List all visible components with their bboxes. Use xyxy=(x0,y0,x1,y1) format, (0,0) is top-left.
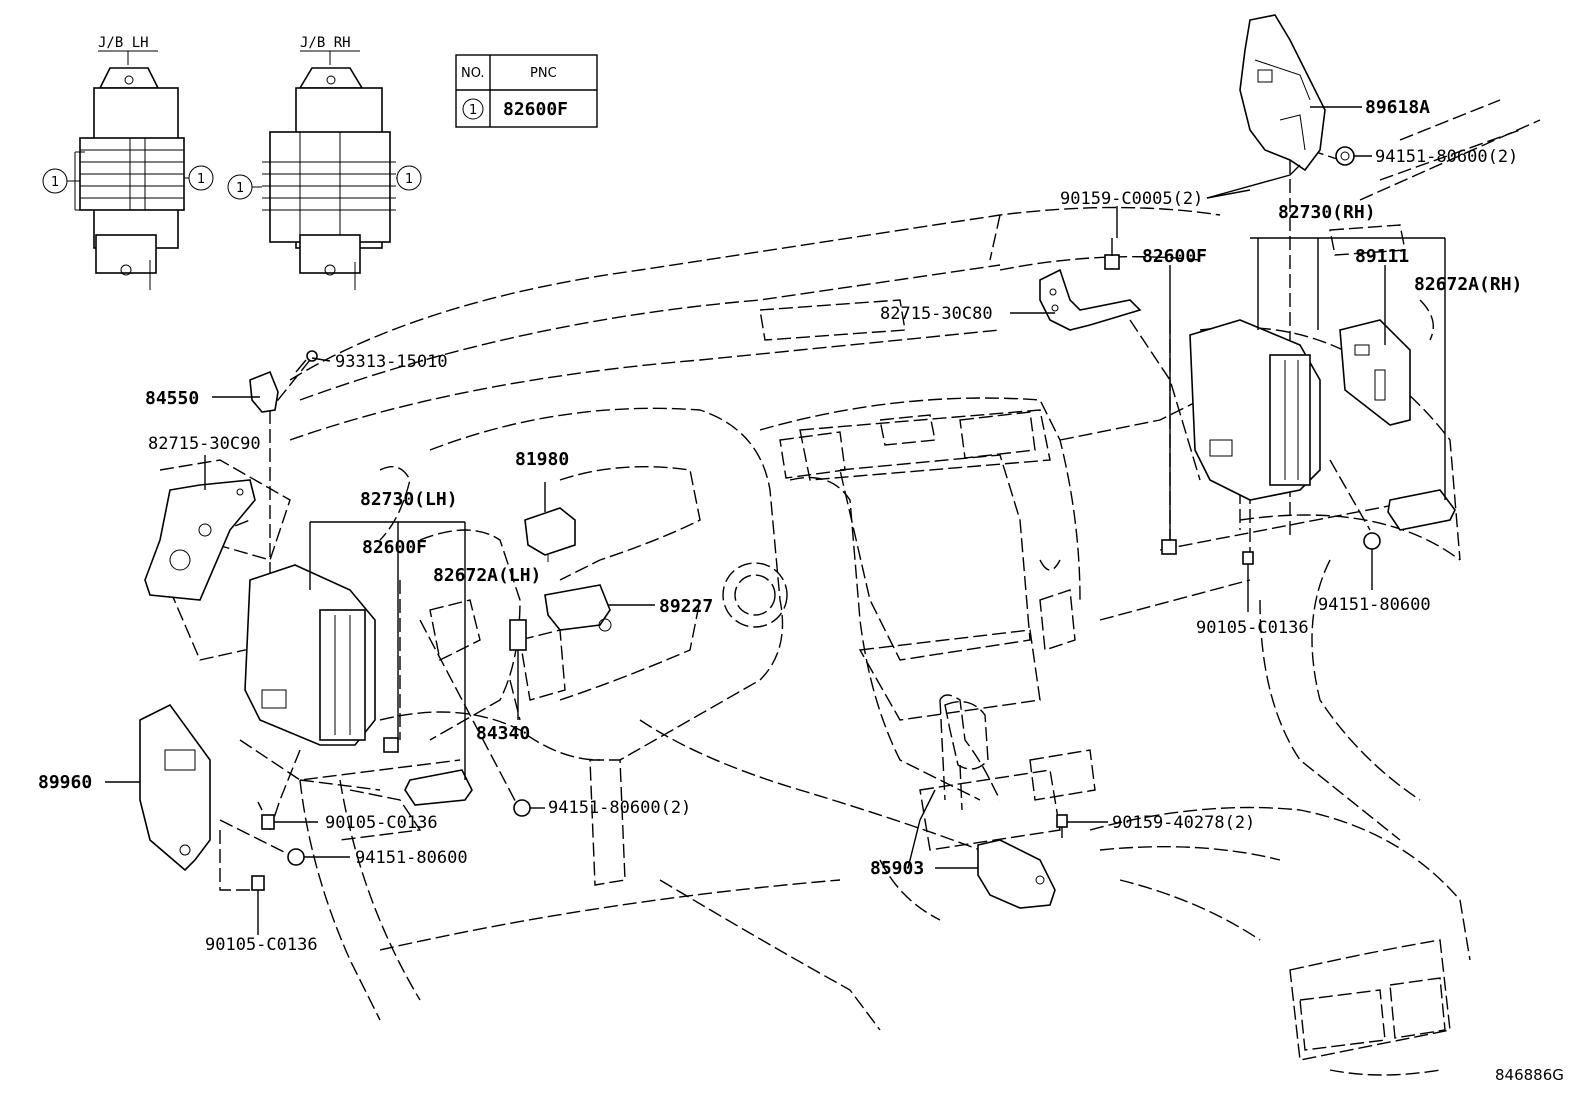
jb-rh-ref-left: 1 xyxy=(236,181,244,196)
part-94151-nut-mid xyxy=(513,799,531,817)
label-82672A-RH: 82672A(RH) xyxy=(1414,274,1522,295)
jb-lh-connector-grid xyxy=(80,138,184,210)
part-82672A-LH-cover xyxy=(404,769,473,806)
jb-rh-connector-grid xyxy=(262,132,396,242)
part-89111-board xyxy=(1339,319,1411,426)
label-89960: 89960 xyxy=(38,772,92,793)
part-82730-LH-junction-block xyxy=(244,564,376,746)
table-header-no: NO. xyxy=(461,66,485,81)
label-89111: 89111 xyxy=(1355,246,1409,267)
part-labels: 89618A 94151-80600(2) 90159-C0005(2) 827… xyxy=(38,97,1564,1084)
part-93313-15010-screw xyxy=(295,350,318,373)
part-85903-shift-unit xyxy=(977,839,1056,909)
part-89960-ecu xyxy=(139,703,211,872)
part-84340-switch xyxy=(509,619,527,665)
part-82600F-left-relay xyxy=(383,737,399,753)
label-90159-40278-2: 90159-40278(2) xyxy=(1112,813,1255,833)
label-90159-C0005-2: 90159-C0005(2) xyxy=(1060,189,1203,209)
label-85903: 85903 xyxy=(870,858,924,879)
part-90159-40278-bolt xyxy=(1056,814,1068,838)
inset-jb-rh: J/B RH 1 1 xyxy=(227,35,422,290)
reference-table: NO. PNC 1 82600F xyxy=(455,54,598,128)
jb-lh-ref-right: 1 xyxy=(197,172,205,187)
part-89227-sensor xyxy=(544,584,612,632)
part-89618A-bracket xyxy=(1239,14,1326,172)
label-94151-80600-left: 94151-80600 xyxy=(355,848,468,868)
inset-jb-lh: J/B LH 1 1 xyxy=(42,35,214,290)
label-82600F-right: 82600F xyxy=(1142,246,1207,267)
part-94151-nut-left xyxy=(287,848,305,866)
label-82730-LH: 82730(LH) xyxy=(360,489,458,510)
shift-knob xyxy=(944,701,989,811)
label-82715-30C90: 82715-30C90 xyxy=(148,434,261,454)
label-90105-C0136-mid: 90105-C0136 xyxy=(325,813,438,833)
table-header-pnc: PNC xyxy=(530,66,557,81)
label-93313-15010: 93313-15010 xyxy=(335,352,448,372)
part-82600F-right-relay xyxy=(1161,539,1177,555)
jb-rh-ref-right: 1 xyxy=(405,172,413,187)
label-leaders xyxy=(105,106,1446,935)
jb-rh-title: J/B RH xyxy=(300,35,351,51)
part-90105-bolt-bottom xyxy=(251,875,265,905)
label-82672A-LH: 82672A(LH) xyxy=(433,565,541,586)
label-84340: 84340 xyxy=(476,723,530,744)
label-82730-RH: 82730(RH) xyxy=(1278,202,1376,223)
label-90105-C0136-right: 90105-C0136 xyxy=(1196,618,1309,638)
part-90159-C0005-bolt xyxy=(1104,238,1120,270)
part-94151-nut-top xyxy=(1335,146,1355,166)
figure-id: 846886G xyxy=(1495,1066,1564,1084)
table-row-no: 1 xyxy=(469,103,477,118)
part-82715-30C90-bracket xyxy=(144,479,256,601)
label-94151-80600-2-mid: 94151-80600(2) xyxy=(548,798,691,818)
part-84550-switch xyxy=(249,370,279,413)
part-81980-relay xyxy=(524,507,576,562)
part-82730-RH-junction-block xyxy=(1189,319,1321,501)
label-82600F-left: 82600F xyxy=(362,537,427,558)
label-94151-80600-right: 94151-80600 xyxy=(1318,595,1431,615)
part-90105-bolt-mid xyxy=(257,801,275,830)
label-89618A: 89618A xyxy=(1365,97,1430,118)
label-94151-80600-2-top: 94151-80600(2) xyxy=(1375,147,1518,167)
jb-lh-title: J/B LH xyxy=(98,35,149,51)
part-82715-30C80-bracket xyxy=(1039,268,1142,331)
label-90105-C0136-bottom: 90105-C0136 xyxy=(205,935,318,955)
part-94151-nut-right xyxy=(1363,532,1381,550)
table-row-pnc: 82600F xyxy=(503,99,568,120)
part-90105-bolt-right xyxy=(1242,551,1254,578)
label-82715-30C80: 82715-30C80 xyxy=(880,304,993,324)
jb-lh-ref-left: 1 xyxy=(51,175,59,190)
label-89227: 89227 xyxy=(659,596,713,617)
label-81980: 81980 xyxy=(515,449,569,470)
label-84550: 84550 xyxy=(145,388,199,409)
part-82672A-RH-cover xyxy=(1387,489,1456,531)
